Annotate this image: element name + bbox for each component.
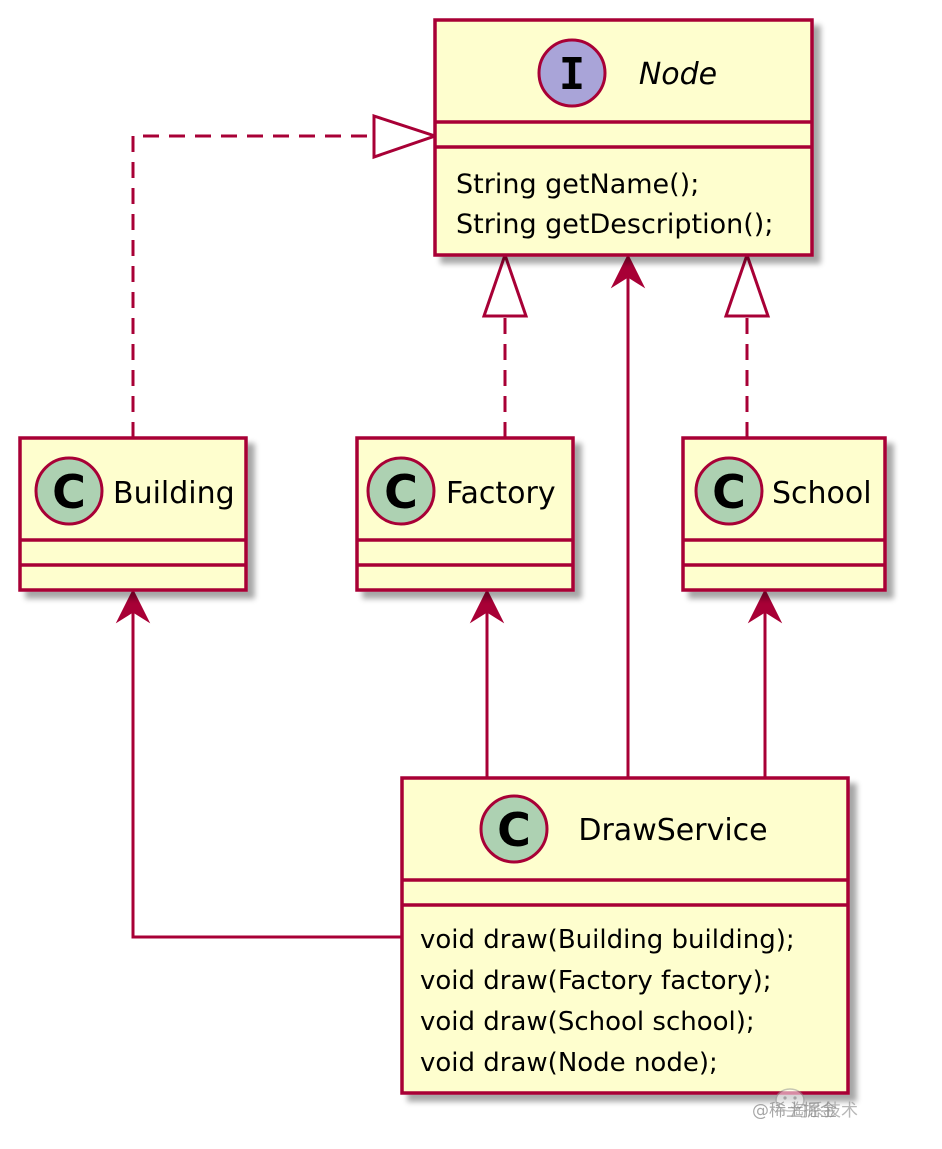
node-method: String getDescription(); — [456, 209, 773, 240]
class-box-node[interactable]: I Node String getName(); String getDescr… — [433, 18, 814, 257]
node-method: String getName(); — [456, 169, 699, 200]
factory-class-name: Factory — [446, 476, 556, 511]
school-class-name: School — [772, 476, 872, 511]
class-box-school[interactable]: C School — [681, 436, 887, 592]
class-badge-icon: C — [366, 456, 436, 526]
relations — [115, 113, 783, 939]
class-box-factory[interactable]: C Factory — [355, 436, 575, 592]
class-box-drawservice[interactable]: C DrawService void draw(Building buildin… — [400, 776, 850, 1095]
realization-arrowhead-school — [723, 250, 771, 318]
class-badge-letter: C — [712, 465, 746, 519]
watermark-text: @稀土掘金 — [752, 1101, 837, 1121]
node-class-name: Node — [639, 57, 717, 92]
drawservice-method: void draw(Building building); — [420, 925, 795, 955]
association-arrowhead-factory — [469, 588, 505, 624]
drawservice-class-name: DrawService — [578, 813, 767, 848]
watermark-chat-icon — [775, 1088, 805, 1112]
association-arrowhead-node — [610, 253, 646, 289]
realization-arrowhead-building — [372, 113, 440, 160]
building-class-name: Building — [113, 476, 235, 511]
drawservice-method: void draw(Factory factory); — [420, 966, 772, 996]
class-badge-icon: C — [479, 794, 549, 864]
drawservice-method: void draw(Node node); — [420, 1048, 718, 1078]
association-arrowhead-building — [115, 588, 151, 624]
association-arrowhead-school — [747, 588, 783, 624]
class-badge-icon: C — [34, 456, 104, 526]
class-badge-letter: C — [384, 465, 418, 519]
class-badge-letter: C — [52, 465, 86, 519]
drawservice-method: void draw(School school); — [420, 1007, 755, 1037]
class-badge-icon: C — [694, 456, 764, 526]
watermark-text-overlay: 淘系技术 — [790, 1101, 858, 1121]
class-badge-letter: C — [497, 803, 531, 857]
building-node-realization-line — [131, 134, 374, 438]
interface-badge-letter: I — [559, 49, 586, 100]
drawservice-building-association-line — [131, 597, 402, 939]
realization-arrowhead-factory — [481, 250, 529, 318]
class-box-building[interactable]: C Building — [18, 436, 248, 592]
interface-badge-icon: I — [537, 38, 607, 108]
